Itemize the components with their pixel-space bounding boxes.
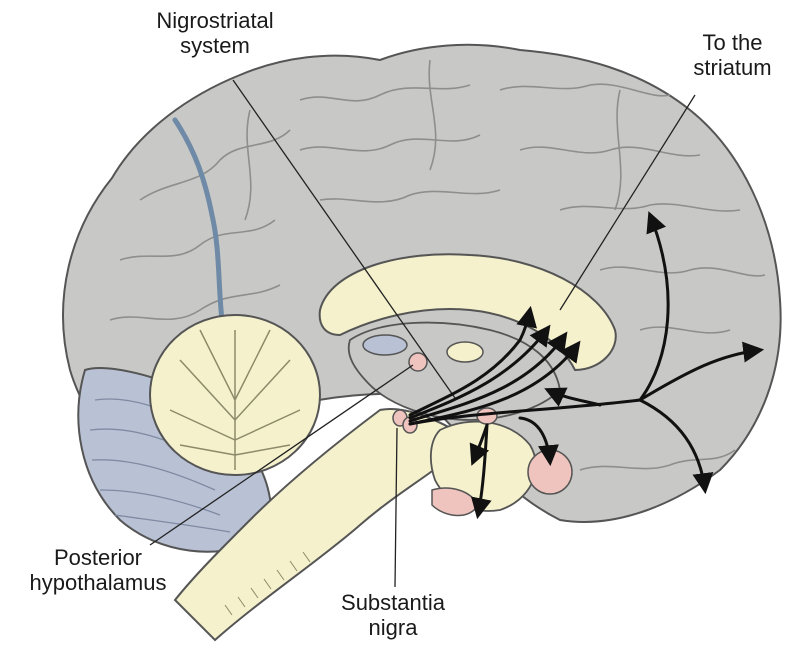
label-to-the-striatum: To the striatum — [680, 30, 785, 80]
label-substantia-nigra: Substantia nigra — [318, 590, 468, 640]
massa-intermedia — [447, 342, 483, 362]
label-posterior-line1: Posterior — [18, 545, 178, 570]
label-substantia-line2: nigra — [318, 615, 468, 640]
label-nigrostriatal-line2: system — [140, 33, 290, 58]
label-striatum-line1: To the — [680, 30, 785, 55]
label-substantia-line1: Substantia — [318, 590, 468, 615]
label-posterior-hypothalamus: Posterior hypothalamus — [18, 545, 178, 595]
label-nigrostriatal-line1: Nigrostriatal — [140, 8, 290, 33]
label-posterior-line2: hypothalamus — [18, 570, 178, 595]
label-nigrostriatal-system: Nigrostriatal system — [140, 8, 290, 58]
label-striatum-line2: striatum — [680, 55, 785, 80]
pink-nucleus-upper — [409, 353, 427, 371]
fornix-body — [363, 335, 407, 355]
